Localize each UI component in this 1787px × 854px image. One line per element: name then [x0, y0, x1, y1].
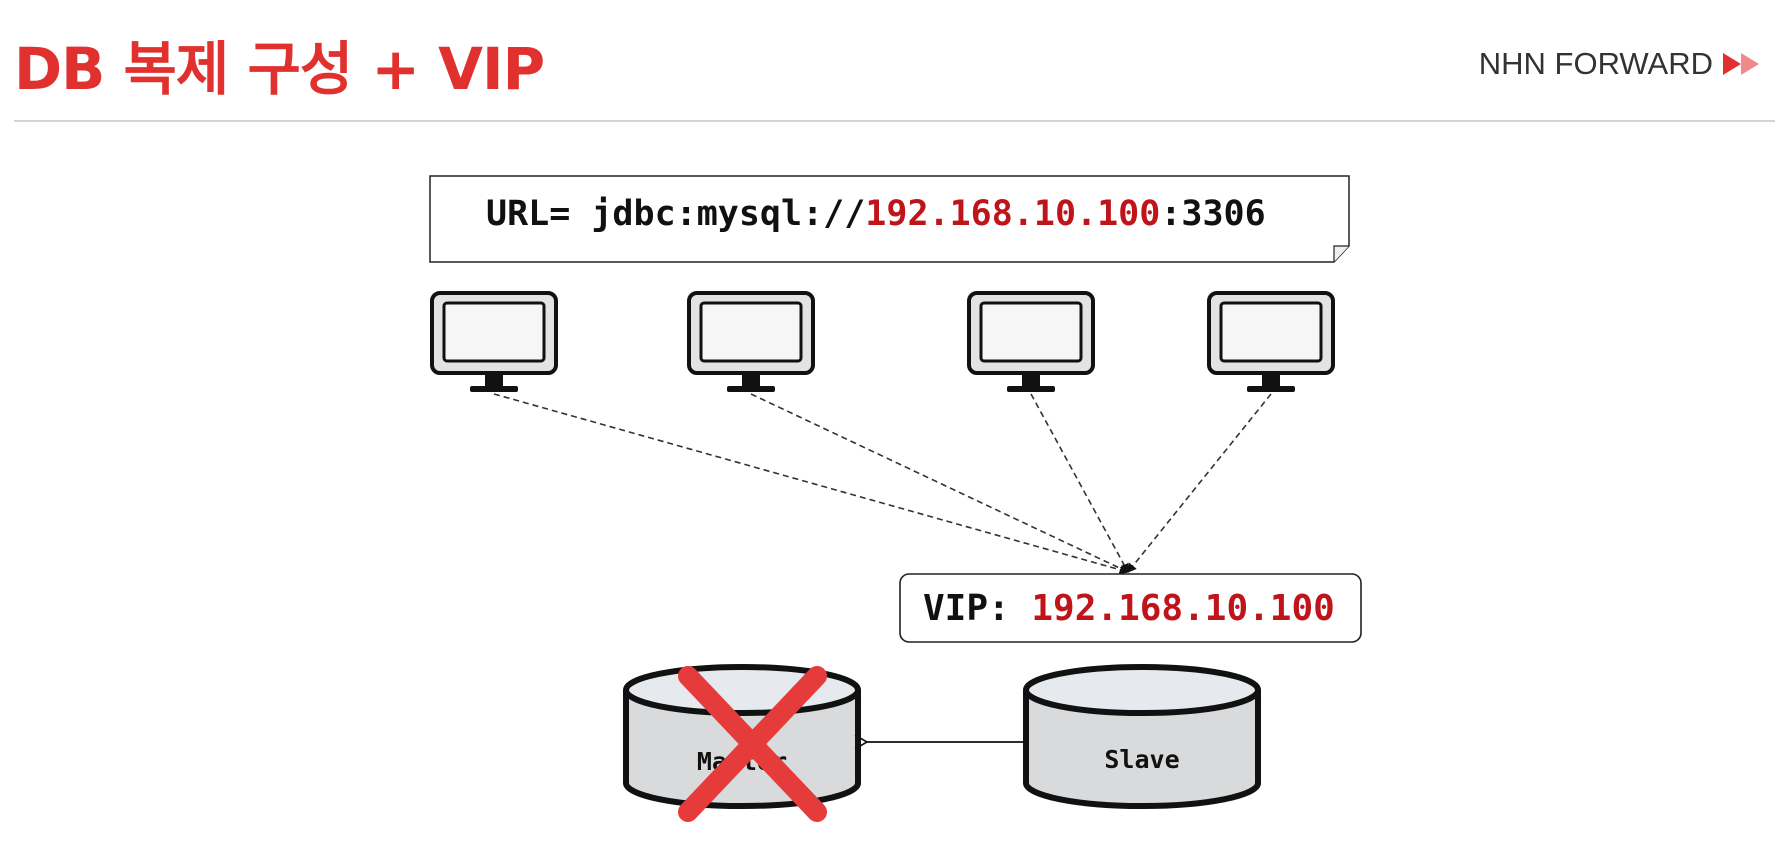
brand-text: NHN FORWARD — [1478, 46, 1713, 81]
header-divider — [14, 120, 1775, 122]
url-connection-box: URL= jdbc:mysql://192.168.10.100:3306 — [429, 175, 1350, 263]
monitor-icon — [1207, 291, 1335, 392]
play-forward-icon — [1723, 53, 1759, 75]
vip-label: VIP: — [923, 588, 1031, 629]
dashed-link — [750, 393, 1129, 574]
url-text: URL= jdbc:mysql://192.168.10.100:3306 — [486, 194, 1266, 234]
client-vip-links — [493, 393, 1272, 575]
vip-ip: 192.168.10.100 — [1031, 588, 1334, 629]
monitor-icon — [430, 291, 558, 392]
dashed-link — [1030, 393, 1129, 573]
dashed-link — [1127, 393, 1272, 573]
slave-database: Slave — [1023, 664, 1261, 809]
vip-box: VIP: 192.168.10.100 — [899, 573, 1362, 643]
url-prefix: URL= jdbc:mysql:// — [486, 194, 865, 234]
brand-logo: NHN FORWARD — [1479, 46, 1763, 82]
client-monitors — [430, 291, 1335, 392]
vip-text: VIP: 192.168.10.100 — [923, 588, 1335, 629]
dashed-link — [493, 393, 1129, 575]
monitor-icon — [967, 291, 1095, 392]
failure-x-icon — [678, 666, 827, 822]
monitor-icon — [687, 291, 815, 392]
url-ip: 192.168.10.100 — [865, 194, 1160, 234]
url-port: :3306 — [1160, 194, 1265, 234]
page-title: DB 복제 구성 + VIP — [14, 35, 545, 103]
slave-label: Slave — [1104, 745, 1179, 774]
